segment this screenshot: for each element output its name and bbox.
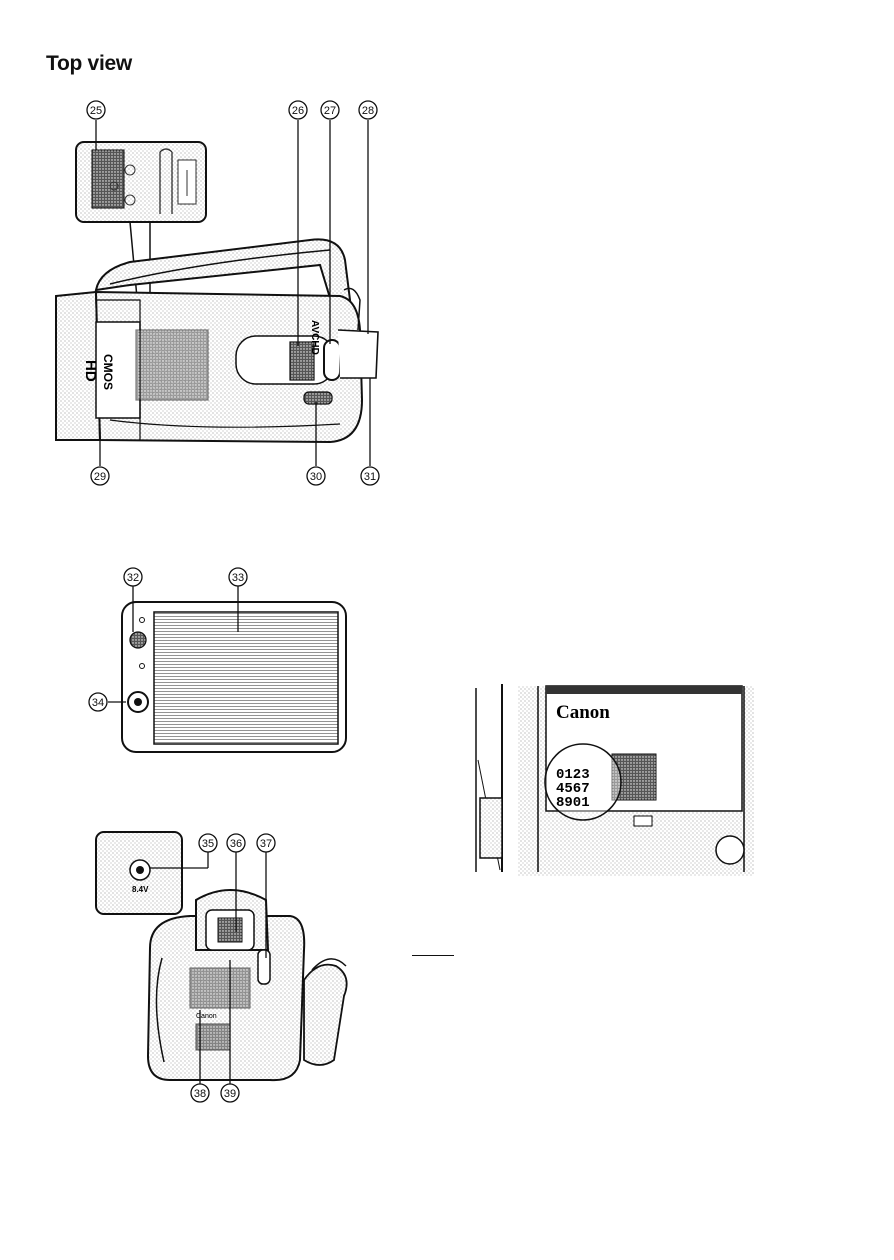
callout-27: 27 [321,101,339,119]
svg-text:35: 35 [202,838,214,850]
callout-34: 34 [89,693,107,711]
callout-32: 32 [124,568,142,586]
svg-text:27: 27 [324,105,336,117]
callout-38: 38 [191,1084,209,1102]
svg-text:39: 39 [224,1088,236,1100]
callout-29: 29 [91,467,109,485]
svg-text:29: 29 [94,471,106,483]
power-switch [304,392,332,404]
footnote-rule [412,955,454,956]
callout-30: 30 [307,467,325,485]
photo-button [324,340,340,380]
lcd-panel-figure: 32 33 34 [89,568,346,752]
svg-text:25: 25 [90,105,102,117]
callout-37: 37 [257,834,275,852]
svg-text:31: 31 [364,471,376,483]
svg-text:38: 38 [194,1088,206,1100]
callout-35: 35 [199,834,217,852]
display-button [258,950,270,984]
svg-text:34: 34 [92,697,104,709]
callout-31: 31 [361,467,379,485]
lcd-screen [154,612,338,744]
top-view-figure: HD CMOS AVCHD 25 26 27 [56,101,379,485]
callout-26: 26 [289,101,307,119]
callout-39: 39 [221,1084,239,1102]
back-brand-text: Canon [196,1013,217,1020]
svg-text:30: 30 [310,471,322,483]
hd-logo-text: HD [82,360,99,382]
serial-label-figure: Canon 0123 4567 8901 [476,684,754,876]
svg-text:33: 33 [232,572,244,584]
svg-text:36: 36 [230,838,242,850]
svg-text:26: 26 [292,105,304,117]
cmos-text: CMOS [101,354,115,390]
svg-text:28: 28 [362,105,374,117]
svg-text:37: 37 [260,838,272,850]
callout-33: 33 [229,568,247,586]
callout-36: 36 [227,834,245,852]
serial-label-brand: Canon [556,702,610,723]
voltage-text: 8.4V [132,885,149,894]
back-view-figure: 8.4V Canon 35 36 37 [96,832,347,1102]
callout-28: 28 [359,101,377,119]
lcd-button [130,632,146,648]
serial-line-3: 8901 [556,795,590,811]
svg-text:32: 32 [127,572,139,584]
callout-25: 25 [87,101,105,119]
avchd-text: AVCHD [309,320,320,355]
